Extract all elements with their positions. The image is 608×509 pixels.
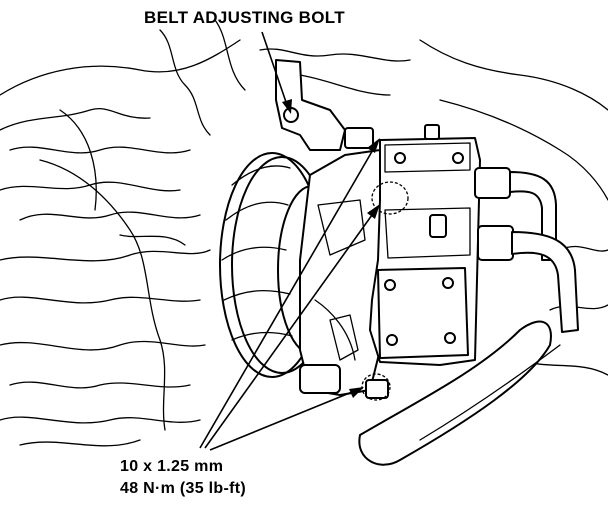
- lower-hose: [358, 320, 561, 466]
- leader-belt-adjusting-bolt: [261, 31, 292, 114]
- upper-bolt-head: [344, 127, 374, 149]
- bolt-size-label: 10 x 1.25 mm: [120, 458, 224, 475]
- torque-spec-label: 48 N·m (35 lb-ft): [120, 480, 246, 497]
- compressor-head: [369, 124, 481, 366]
- mounting-bolts: [344, 127, 409, 401]
- hidden-bolt-outline-lower: [361, 373, 391, 401]
- refrigerant-hoses: [474, 167, 579, 333]
- belt-adjusting-bolt-label: BELT ADJUSTING BOLT: [144, 8, 345, 27]
- lower-bolt-head: [365, 379, 389, 399]
- adjusting-bracket: [275, 59, 346, 151]
- hidden-bolt-outline: [371, 181, 409, 215]
- leader-bolt-spec: [199, 138, 380, 451]
- engine-bay-background: [0, 19, 608, 447]
